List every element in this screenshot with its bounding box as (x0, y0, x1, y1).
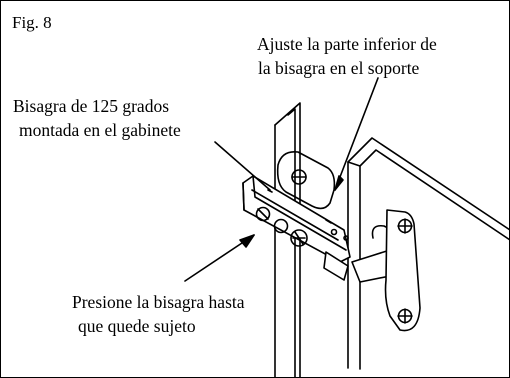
hinge-cup (351, 209, 421, 332)
callout-hinge-mounted-line1: Bisagra de 125 grados (13, 96, 170, 116)
hinge-arm (242, 175, 351, 281)
leader-lines (184, 77, 379, 282)
cabinet-side-panel (274, 102, 301, 378)
callout-adjust-bottom-line1: Ajuste la parte inferior de (257, 34, 437, 54)
door-panel (347, 137, 510, 370)
callout-adjust-bottom-line2: la bisagra en el soporte (258, 58, 420, 78)
callout-press-hinge-line1: Presione la bisagra hasta (72, 292, 245, 312)
callout-press-hinge-line2: que quede sujeto (78, 316, 196, 336)
mounting-plate (276, 150, 336, 210)
figure-label: Fig. 8 (12, 13, 52, 32)
callout-hinge-mounted-line2: montada en el gabinete (19, 120, 181, 140)
